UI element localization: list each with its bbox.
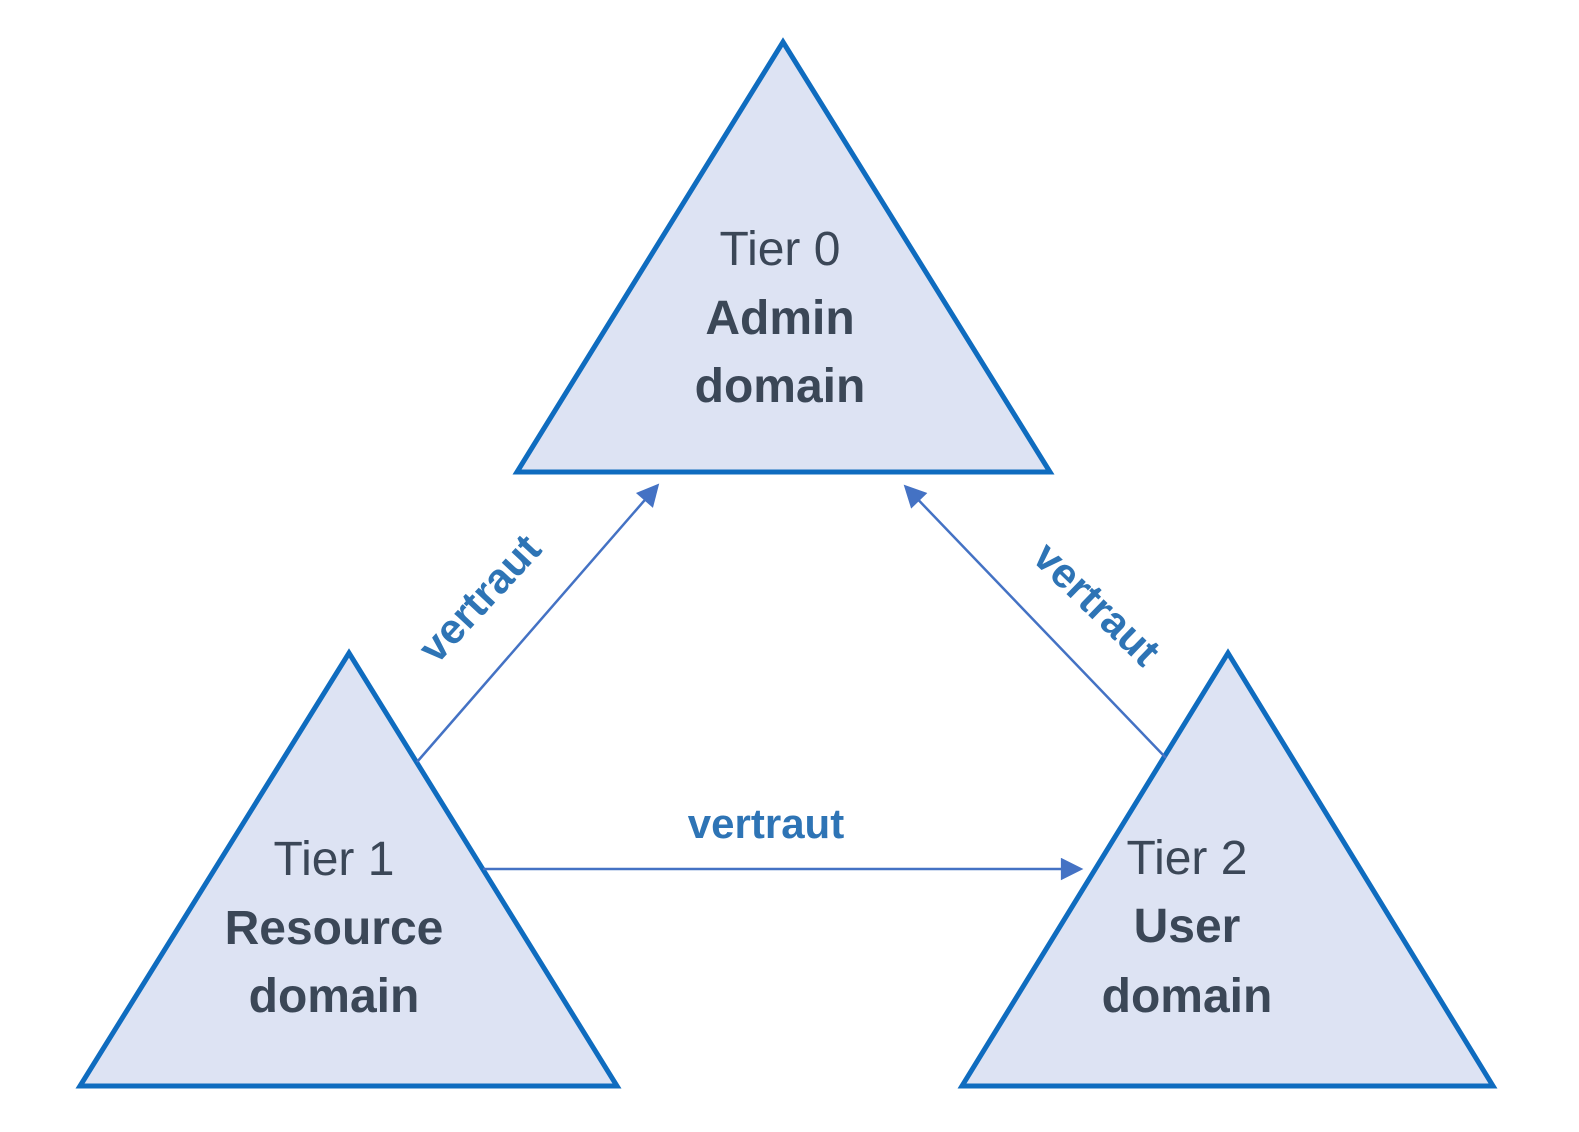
- trust-arrow-tier1-to-tier0: [416, 483, 660, 763]
- edge-tier1-trusts-tier2: vertraut: [483, 800, 1084, 881]
- node-tier1-resource-domain: Tier 1 Resource domain: [75, 648, 622, 1089]
- node-tier0-admin-domain: Tier 0 Admin domain: [512, 37, 1055, 475]
- tier0-domain-name-line2: domain: [695, 360, 866, 413]
- tier0-domain-name-line1: Admin: [705, 292, 854, 345]
- tier1-domain-name-line2: domain: [249, 970, 420, 1023]
- trust-arrow-tier2-to-tier0: [903, 484, 1167, 759]
- trust-label-tier2-tier0: vertraut: [1024, 532, 1169, 674]
- edge-tier1-trusts-tier0: vertraut: [409, 483, 660, 763]
- tier2-triangle: [957, 648, 1498, 1089]
- edge-tier2-trusts-tier0: vertraut: [903, 484, 1170, 759]
- node-tier2-user-domain: Tier 2 User domain: [957, 648, 1498, 1089]
- trust-label-tier1-tier0: vertraut: [409, 525, 550, 671]
- tier2-domain-name-line1: User: [1134, 900, 1241, 953]
- tier0-triangle: [512, 37, 1055, 475]
- tier2-tier-label: Tier 2: [1127, 832, 1248, 885]
- tier1-tier-label: Tier 1: [274, 833, 395, 886]
- tier0-tier-label: Tier 0: [720, 223, 841, 276]
- tier2-domain-name-line2: domain: [1102, 970, 1273, 1023]
- tier1-domain-name-line1: Resource: [225, 902, 444, 955]
- trust-label-tier1-tier2: vertraut: [688, 800, 844, 847]
